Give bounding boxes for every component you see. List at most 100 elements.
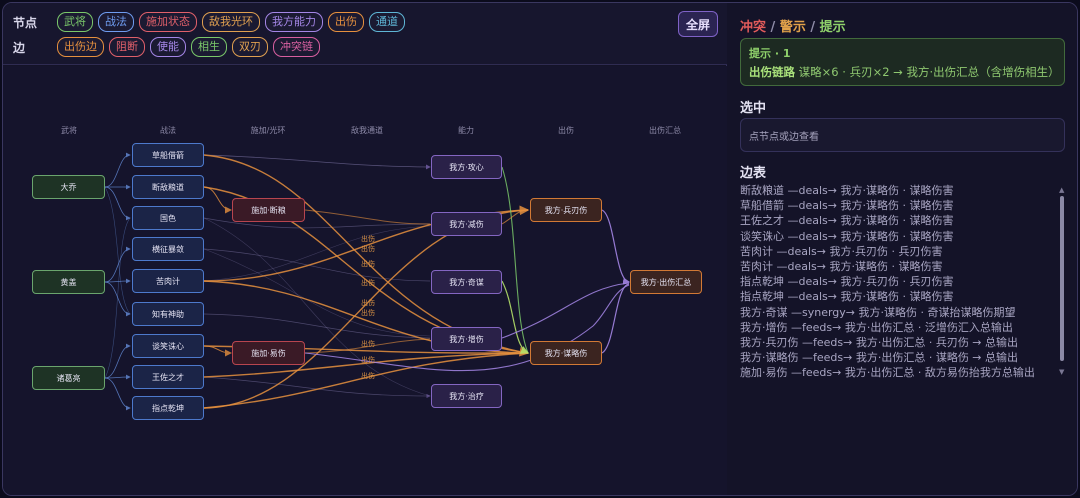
hint-chain-label: 出伤链路 [749, 65, 795, 79]
edge-filter-row: 边 出伤边 阻断 使能 相生 双刃 冲突链 [13, 36, 325, 58]
node-filter-label: 节点 [13, 15, 38, 30]
node-zdqk[interactable]: 指点乾坤 [132, 396, 204, 420]
column-header-total: 出伤汇总 [649, 126, 681, 135]
edge-label: 出伤 [361, 279, 375, 287]
graph-canvas[interactable]: 武将 战法 施加/光环 敌我通道 能力 出伤 出伤汇总 大乔 黄盖 诸葛亮 草船… [3, 66, 727, 495]
hint-body: 出伤链路 谋略×6 · 兵刃×2 → 我方·出伤汇总（含增伤相生） [749, 64, 1060, 80]
edge-list-item[interactable]: 苦肉计 —deals→ 我方·谋略伤 · 谋略伤害 [740, 260, 943, 274]
edge-brs-total [601, 209, 631, 285]
column-header-status: 施加/光环 [250, 126, 286, 135]
edge-zgl-zdqk [104, 377, 131, 411]
legend-separator: / [805, 20, 820, 35]
node-krj[interactable]: 苦肉计 [132, 269, 204, 293]
column-header-tactic: 战法 [160, 126, 176, 135]
chip-edge-block[interactable]: 阻断 [109, 37, 145, 57]
edge-list: 断敌粮道 —deals→ 我方·谋略伤 · 谋略伤害草船借箭 —deals→ 我… [740, 183, 1050, 381]
node-ccjj[interactable]: 草船借箭 [132, 143, 204, 167]
edge-hg-hzbq [104, 246, 131, 283]
node-gx[interactable]: 我方·攻心 [431, 155, 502, 179]
node-gs[interactable]: 国色 [132, 206, 204, 230]
edge-filter-label: 边 [13, 40, 26, 55]
node-hg[interactable]: 黄盖 [32, 270, 105, 294]
edge-wzzc-zl [203, 376, 431, 399]
edges-title: 边表 [740, 166, 767, 181]
hint-chain-text: 谋略×6 · 兵刃×2 → 我方·出伤汇总（含增伤相生） [795, 65, 1060, 79]
legend-conflict: 冲突 [740, 20, 767, 35]
node-js[interactable]: 我方·减伤 [431, 212, 502, 236]
chip-edge-conflict[interactable]: 冲突链 [273, 37, 320, 57]
node-total[interactable]: 我方·出伤汇总 [630, 270, 702, 294]
node-zs[interactable]: 我方·增伤 [431, 327, 502, 351]
chip-node-ability[interactable]: 我方能力 [265, 12, 323, 32]
graph-panel: 节点 武将 战法 施加状态 敌我光环 我方能力 出伤 通道 边 出伤边 阻断 使… [3, 3, 727, 495]
filter-bar: 节点 武将 战法 施加状态 敌我光环 我方能力 出伤 通道 边 出伤边 阻断 使… [3, 3, 727, 65]
edge-hg-zysm [104, 281, 131, 317]
chip-node-channel[interactable]: 通道 [369, 12, 405, 32]
column-header-channel: 敌我通道 [351, 126, 383, 135]
column-header-damage: 出伤 [558, 126, 574, 135]
column-header-general: 武将 [61, 126, 77, 135]
node-dq[interactable]: 大乔 [32, 175, 105, 199]
node-sjdl[interactable]: 施加·断粮 [232, 198, 305, 222]
chip-node-aura[interactable]: 敌我光环 [202, 12, 260, 32]
selected-box: 点节点或边查看 [740, 118, 1065, 152]
node-txzx[interactable]: 谈笑诛心 [132, 334, 204, 358]
chip-node-damage[interactable]: 出伤 [328, 12, 364, 32]
severity-legend: 冲突 / 警示 / 提示 [740, 16, 846, 35]
edge-hzbq-zs [203, 248, 431, 337]
node-qm[interactable]: 我方·奇谋 [431, 270, 502, 294]
edge-list-scrollbar[interactable]: ▲ ▼ [1059, 186, 1065, 376]
scroll-up-icon[interactable]: ▲ [1059, 186, 1065, 194]
node-zl[interactable]: 我方·治疗 [431, 384, 502, 408]
chip-node-status[interactable]: 施加状态 [139, 12, 197, 32]
chip-edge-double[interactable]: 双刃 [232, 37, 268, 57]
chip-node-tactic[interactable]: 战法 [98, 12, 134, 32]
edge-list-item[interactable]: 苦肉计 —deals→ 我方·兵刃伤 · 兵刃伤害 [740, 244, 943, 258]
edge-gx-mls [501, 166, 529, 354]
node-zysm[interactable]: 知有神助 [132, 302, 204, 326]
chip-edge-synergy[interactable]: 相生 [191, 37, 227, 57]
node-zgl[interactable]: 诸葛亮 [32, 366, 105, 390]
node-wzzc[interactable]: 王佐之才 [132, 365, 204, 389]
chip-node-general[interactable]: 武将 [57, 12, 93, 32]
edge-label: 出伤 [361, 235, 375, 243]
selected-title: 选中 [740, 101, 767, 116]
chip-edge-damage[interactable]: 出伤边 [57, 37, 104, 57]
edge-list-item[interactable]: 谈笑诛心 —deals→ 我方·谋略伤 · 谋略伤害 [740, 229, 954, 243]
fullscreen-button[interactable]: 全屏 [678, 11, 718, 37]
edge-list-item[interactable]: 草船借箭 —deals→ 我方·谋略伤 · 谋略伤害 [740, 199, 954, 213]
edge-dq-gs [104, 186, 131, 221]
edge-js-brs [501, 209, 529, 225]
node-mls[interactable]: 我方·谋略伤 [530, 341, 602, 365]
scroll-down-icon[interactable]: ▼ [1059, 368, 1065, 376]
edge-list-item[interactable]: 王佐之才 —deals→ 我方·谋略伤 · 谋略伤害 [740, 214, 954, 228]
edge-qm-mls [501, 280, 530, 354]
column-header-ability: 能力 [458, 126, 474, 135]
edge-list-item[interactable]: 断敌粮道 —deals→ 我方·谋略伤 · 谋略伤害 [740, 184, 954, 197]
legend-hint: 提示 [819, 20, 846, 35]
edge-list-item[interactable]: 我方·谋略伤 —feeds→ 我方·出伤汇总 · 谋略伤 → 总输出 [740, 351, 1019, 365]
edge-gs-js [203, 217, 431, 229]
edge-label: 出伤 [361, 309, 375, 317]
edge-list-item[interactable]: 我方·增伤 —feeds→ 我方·出伤汇总 · 泛增伤汇入总输出 [740, 320, 1013, 334]
edge-list-item[interactable]: 我方·奇谋 —synergy→ 我方·谋略伤 · 奇谋抬谋略伤期望 [740, 305, 1016, 319]
edge-list-item[interactable]: 指点乾坤 —deals→ 我方·兵刃伤 · 兵刃伤害 [740, 275, 954, 289]
edge-mls-total [601, 283, 630, 354]
edge-list-item[interactable]: 施加·易伤 —feeds→ 我方·出伤汇总 · 敌方易伤抬我方总输出 [740, 366, 1035, 380]
edge-label: 出伤 [361, 372, 375, 380]
node-brs[interactable]: 我方·兵刃伤 [530, 198, 602, 222]
edge-label: 出伤 [361, 260, 375, 268]
hint-card[interactable]: 提示 · 1 出伤链路 谋略×6 · 兵刃×2 → 我方·出伤汇总（含增伤相生） [740, 38, 1065, 86]
legend-warning: 警示 [779, 20, 806, 35]
node-ddly[interactable]: 断敌粮道 [132, 175, 204, 199]
edge-gs-zl [203, 217, 431, 397]
edge-list-item[interactable]: 指点乾坤 —deals→ 我方·谋略伤 · 谋略伤害 [740, 290, 954, 304]
node-sjys[interactable]: 施加·易伤 [232, 341, 305, 365]
node-hzbq[interactable]: 横征暴敛 [132, 237, 204, 261]
edge-ddly-sjdl [203, 186, 232, 214]
chip-edge-enable[interactable]: 使能 [150, 37, 186, 57]
scroll-thumb[interactable] [1060, 196, 1064, 361]
edge-sjys-zs [304, 338, 431, 354]
edge-ccjj-gx [203, 154, 431, 170]
edge-list-item[interactable]: 我方·兵刃伤 —feeds→ 我方·出伤汇总 · 兵刃伤 → 总输出 [740, 336, 1019, 350]
